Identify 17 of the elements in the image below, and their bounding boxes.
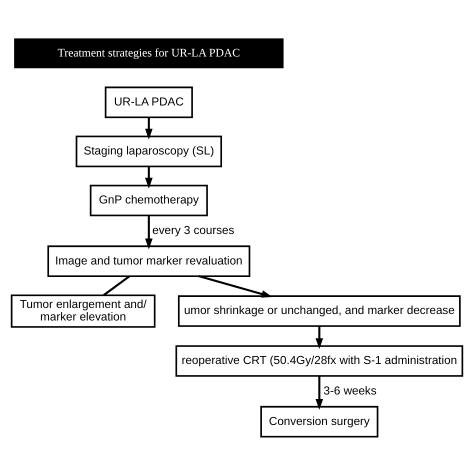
node-box: Staging laparoscopy (SL) bbox=[76, 135, 222, 167]
connector bbox=[103, 274, 130, 296]
node-box: Tumor enlargement and/ marker elevation bbox=[10, 294, 156, 328]
node-box: Image and tumor marker revaluation bbox=[47, 244, 250, 276]
node-box: umor shrinkage or unchanged, and marker decrease bbox=[178, 294, 461, 326]
arrow bbox=[145, 166, 153, 188]
arrow bbox=[316, 326, 324, 349]
node-box: UR-LA PDAC bbox=[104, 86, 193, 118]
node-box: Treatment strategies for UR-LA PDAC bbox=[14, 38, 284, 68]
arrow bbox=[145, 215, 153, 249]
node-box: GnP chemotherapy bbox=[90, 184, 208, 216]
arrow bbox=[145, 116, 153, 140]
edge-label: 3-6 weeks bbox=[324, 384, 377, 397]
node-box: reoperative CRT (50.4Gy/28fx with S-1 administration bbox=[175, 344, 464, 376]
edge-label: every 3 courses bbox=[152, 223, 234, 236]
arrow bbox=[316, 376, 324, 410]
node-box: Conversion surgery bbox=[260, 405, 378, 437]
